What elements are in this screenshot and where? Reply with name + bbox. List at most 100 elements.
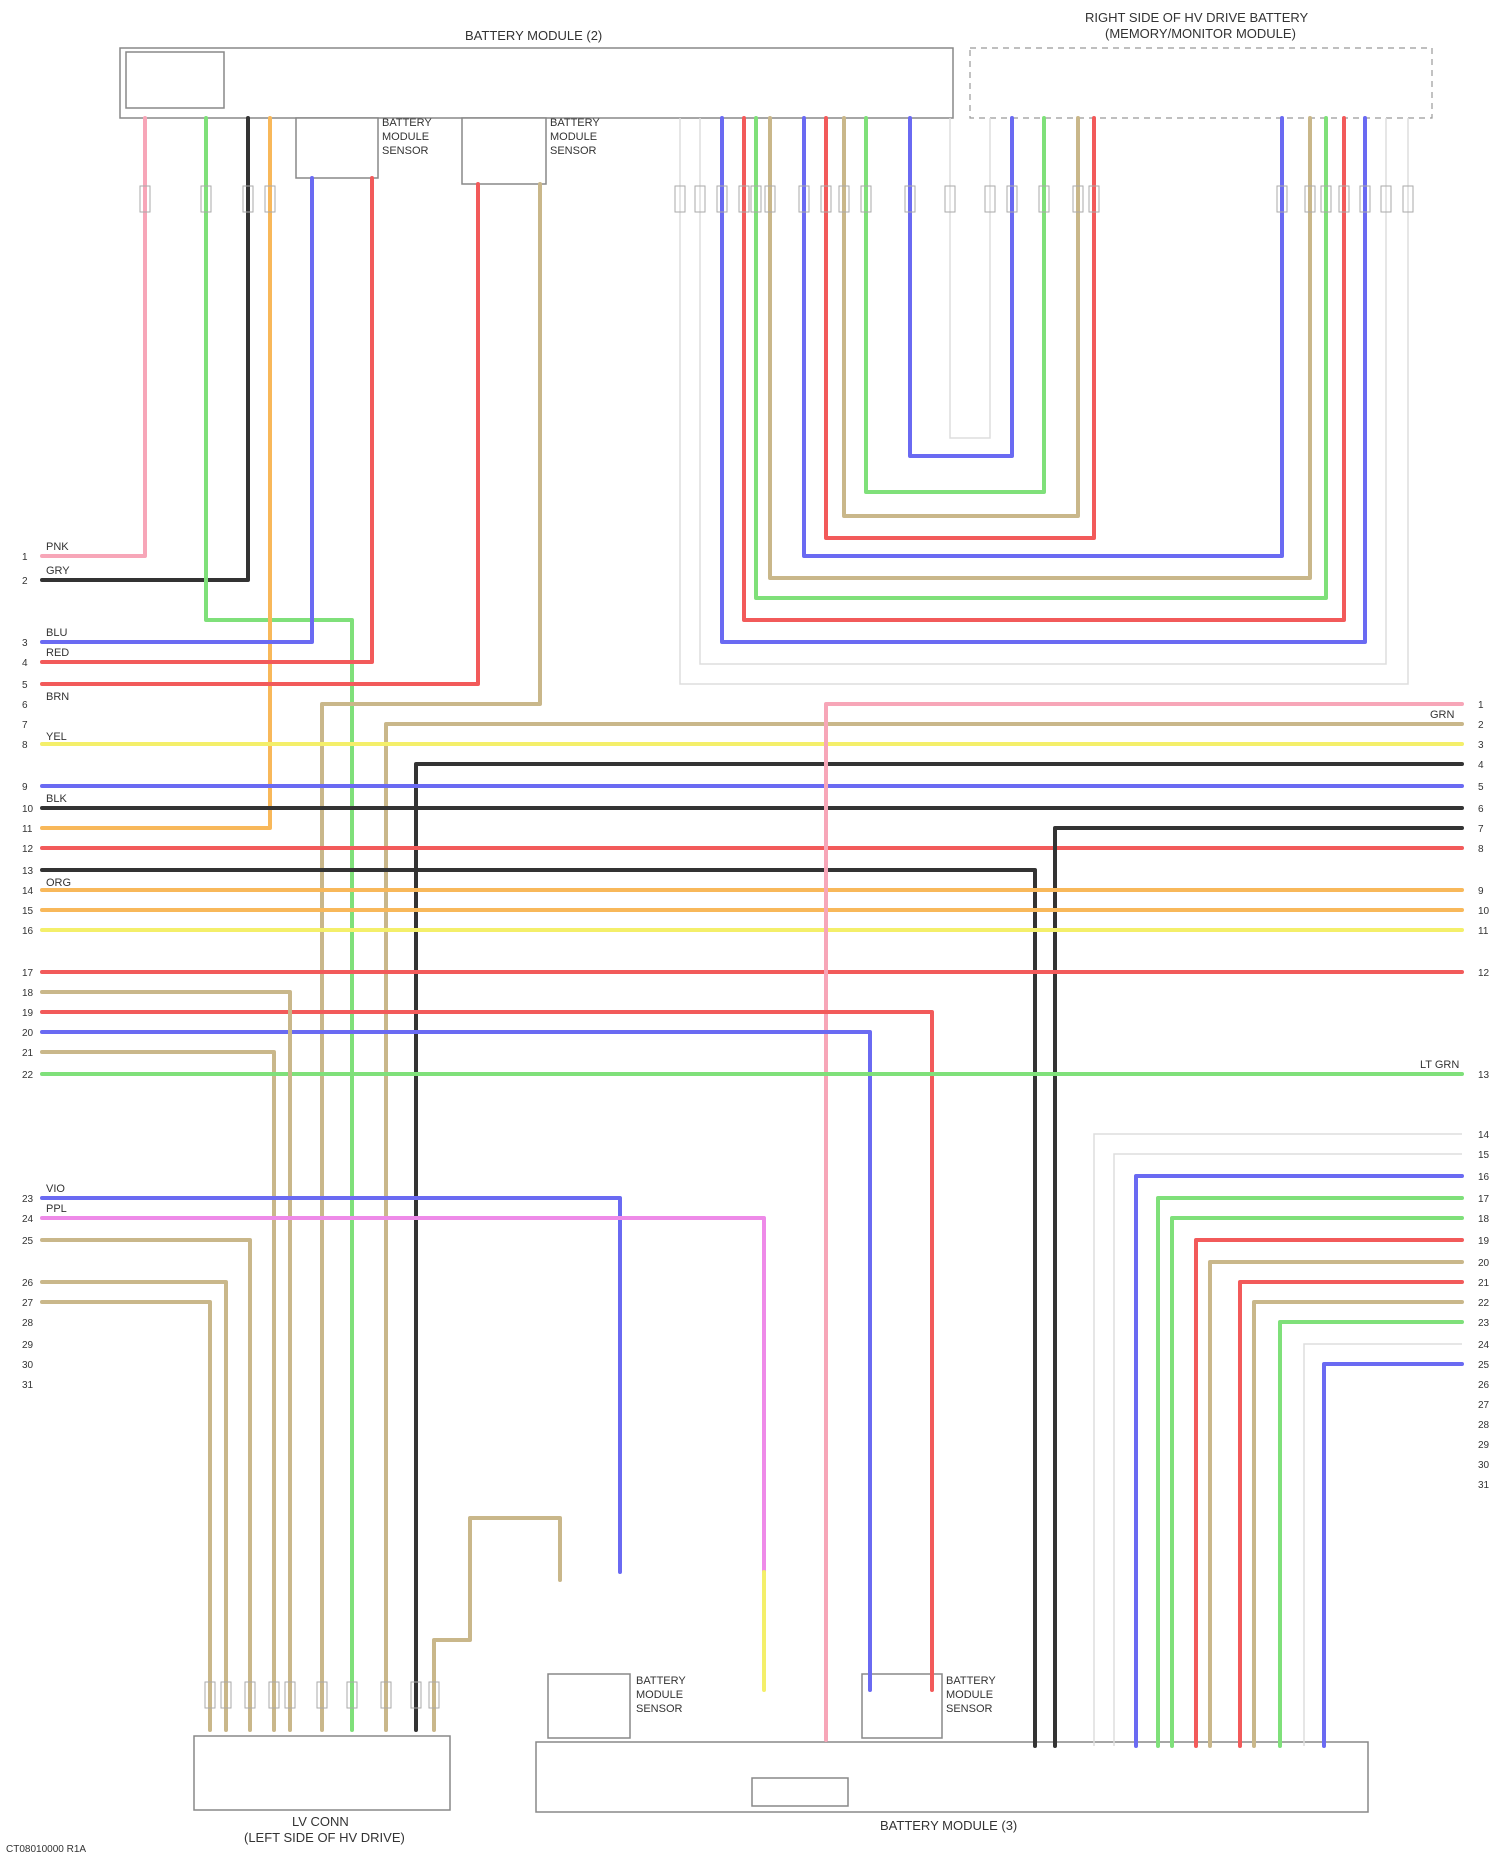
wire-black-4 <box>42 870 1035 1746</box>
right-pin-10: 10 <box>1478 906 1490 917</box>
left-pin-15: 15 <box>22 906 34 917</box>
wire-tan-5 <box>42 1240 250 1730</box>
lv-connector: LV CONN (LEFT SIDE OF HV DRIVE) <box>194 1736 450 1845</box>
right-pin-16: 16 <box>1478 1172 1490 1183</box>
left-pin-31: 31 <box>22 1380 34 1391</box>
label-violet: VIO <box>46 1183 65 1195</box>
right-pin-12: 12 <box>1478 968 1490 979</box>
right-pin-labels: 1234567891011121314151617181920212223242… <box>1478 700 1490 1491</box>
wire-pink-1 <box>42 118 145 556</box>
svg-text:SENSOR: SENSOR <box>382 145 429 157</box>
right-pin-5: 5 <box>1478 782 1484 793</box>
right-pin-24: 24 <box>1478 1340 1490 1351</box>
left-pin-20: 20 <box>22 1028 34 1039</box>
label-blue: BLU <box>46 627 67 639</box>
label-pink: PNK <box>46 541 69 553</box>
left-pin-11: 11 <box>22 824 33 835</box>
label-yellow: YEL <box>46 731 67 743</box>
right-pin-18: 18 <box>1478 1214 1490 1225</box>
right-pin-17: 17 <box>1478 1194 1490 1205</box>
left-pin-5: 5 <box>22 680 28 691</box>
right-pin-26: 26 <box>1478 1380 1490 1391</box>
svg-text:BATTERY: BATTERY <box>946 1675 996 1687</box>
svg-text:SENSOR: SENSOR <box>550 145 597 157</box>
svg-text:LV CONN: LV CONN <box>292 1814 349 1829</box>
right-pin-8: 8 <box>1478 844 1484 855</box>
left-pin-16: 16 <box>22 926 34 937</box>
svg-text:MODULE: MODULE <box>636 1689 683 1701</box>
wire-black-5 <box>1055 828 1462 1746</box>
wire-red-5 <box>42 1012 932 1690</box>
right-pin-27: 27 <box>1478 1400 1490 1411</box>
right-pin-11: 11 <box>1478 926 1489 937</box>
left-pin-18: 18 <box>22 988 34 999</box>
label-red: RED <box>46 647 69 659</box>
wire-green-3 <box>756 118 1326 598</box>
label-purple: PPL <box>46 1203 67 1215</box>
left-pin-24: 24 <box>22 1214 34 1225</box>
right-pin-1: 1 <box>1478 700 1484 711</box>
right-pin-9: 9 <box>1478 886 1484 897</box>
left-pin-2: 2 <box>22 576 28 587</box>
right-side-module-title-1: RIGHT SIDE OF HV DRIVE BATTERY <box>1085 10 1309 25</box>
left-pin-28: 28 <box>22 1318 34 1329</box>
left-pin-21: 21 <box>22 1048 34 1059</box>
label-black: BLK <box>46 793 67 805</box>
left-pin-6: 6 <box>22 700 28 711</box>
label-green: GRN <box>1430 709 1455 721</box>
right-pin-31: 31 <box>1478 1480 1490 1491</box>
right-pin-21: 21 <box>1478 1278 1490 1289</box>
right-side-module-title-2: (MEMORY/MONITOR MODULE) <box>1105 26 1296 41</box>
left-pin-26: 26 <box>22 1278 34 1289</box>
right-pin-23: 23 <box>1478 1318 1490 1329</box>
left-pin-12: 12 <box>22 844 34 855</box>
right-pin-14: 14 <box>1478 1130 1490 1141</box>
battery-module-top-title: BATTERY MODULE (2) <box>465 28 602 43</box>
right-pin-28: 28 <box>1478 1420 1490 1431</box>
left-pin-labels: 1234567891011121314151617181920212223242… <box>22 552 34 1391</box>
battery-module-top: BATTERY MODULE (2) <box>120 28 953 118</box>
battery-module-bottom: BATTERY MODULE (3) <box>536 1742 1368 1833</box>
wire-orange-1 <box>42 118 270 828</box>
left-pin-29: 29 <box>22 1340 34 1351</box>
wire-magenta-1 <box>42 1218 764 1572</box>
temp-sensor-2: BATTERY MODULE SENSOR <box>462 117 600 184</box>
wire-tan-2 <box>386 724 1462 1730</box>
right-pin-3: 3 <box>1478 740 1484 751</box>
svg-text:BATTERY: BATTERY <box>550 117 600 129</box>
svg-text:MODULE: MODULE <box>946 1689 993 1701</box>
left-pin-25: 25 <box>22 1236 34 1247</box>
svg-text:MODULE: MODULE <box>382 131 429 143</box>
left-pin-1: 1 <box>22 552 28 563</box>
right-pin-6: 6 <box>1478 804 1484 815</box>
svg-text:SENSOR: SENSOR <box>946 1703 993 1715</box>
temp-sensor-3: BATTERY MODULE SENSOR <box>548 1674 686 1738</box>
label-lt-green: LT GRN <box>1420 1059 1459 1071</box>
right-pin-25: 25 <box>1478 1360 1490 1371</box>
label-brown: BRN <box>46 691 69 703</box>
left-pin-17: 17 <box>22 968 34 979</box>
temp-sensor-1: BATTERY MODULE SENSOR <box>296 117 432 178</box>
left-pin-7: 7 <box>22 720 28 731</box>
svg-text:BATTERY: BATTERY <box>636 1675 686 1687</box>
svg-text:MODULE: MODULE <box>550 131 597 143</box>
temp-sensor-4: BATTERY MODULE SENSOR <box>862 1674 996 1738</box>
left-pin-23: 23 <box>22 1194 34 1205</box>
wire-tan-12 <box>1254 1302 1462 1746</box>
wire-red-2 <box>42 184 478 684</box>
label-gray: GRY <box>46 565 70 577</box>
left-pin-13: 13 <box>22 866 34 877</box>
right-pin-22: 22 <box>1478 1298 1490 1309</box>
right-pin-29: 29 <box>1478 1440 1490 1451</box>
wire-tan-9 <box>770 118 1310 578</box>
right-pin-20: 20 <box>1478 1258 1490 1269</box>
svg-text:BATTERY: BATTERY <box>382 117 432 129</box>
left-pin-19: 19 <box>22 1008 34 1019</box>
wire-green-4 <box>866 118 1044 492</box>
wire-tan-6 <box>42 1282 226 1730</box>
left-pin-8: 8 <box>22 740 28 751</box>
wire-tan-8 <box>434 1518 560 1730</box>
right-pin-19: 19 <box>1478 1236 1490 1247</box>
wire-blue-9 <box>1324 1364 1462 1746</box>
svg-text:SENSOR: SENSOR <box>636 1703 683 1715</box>
